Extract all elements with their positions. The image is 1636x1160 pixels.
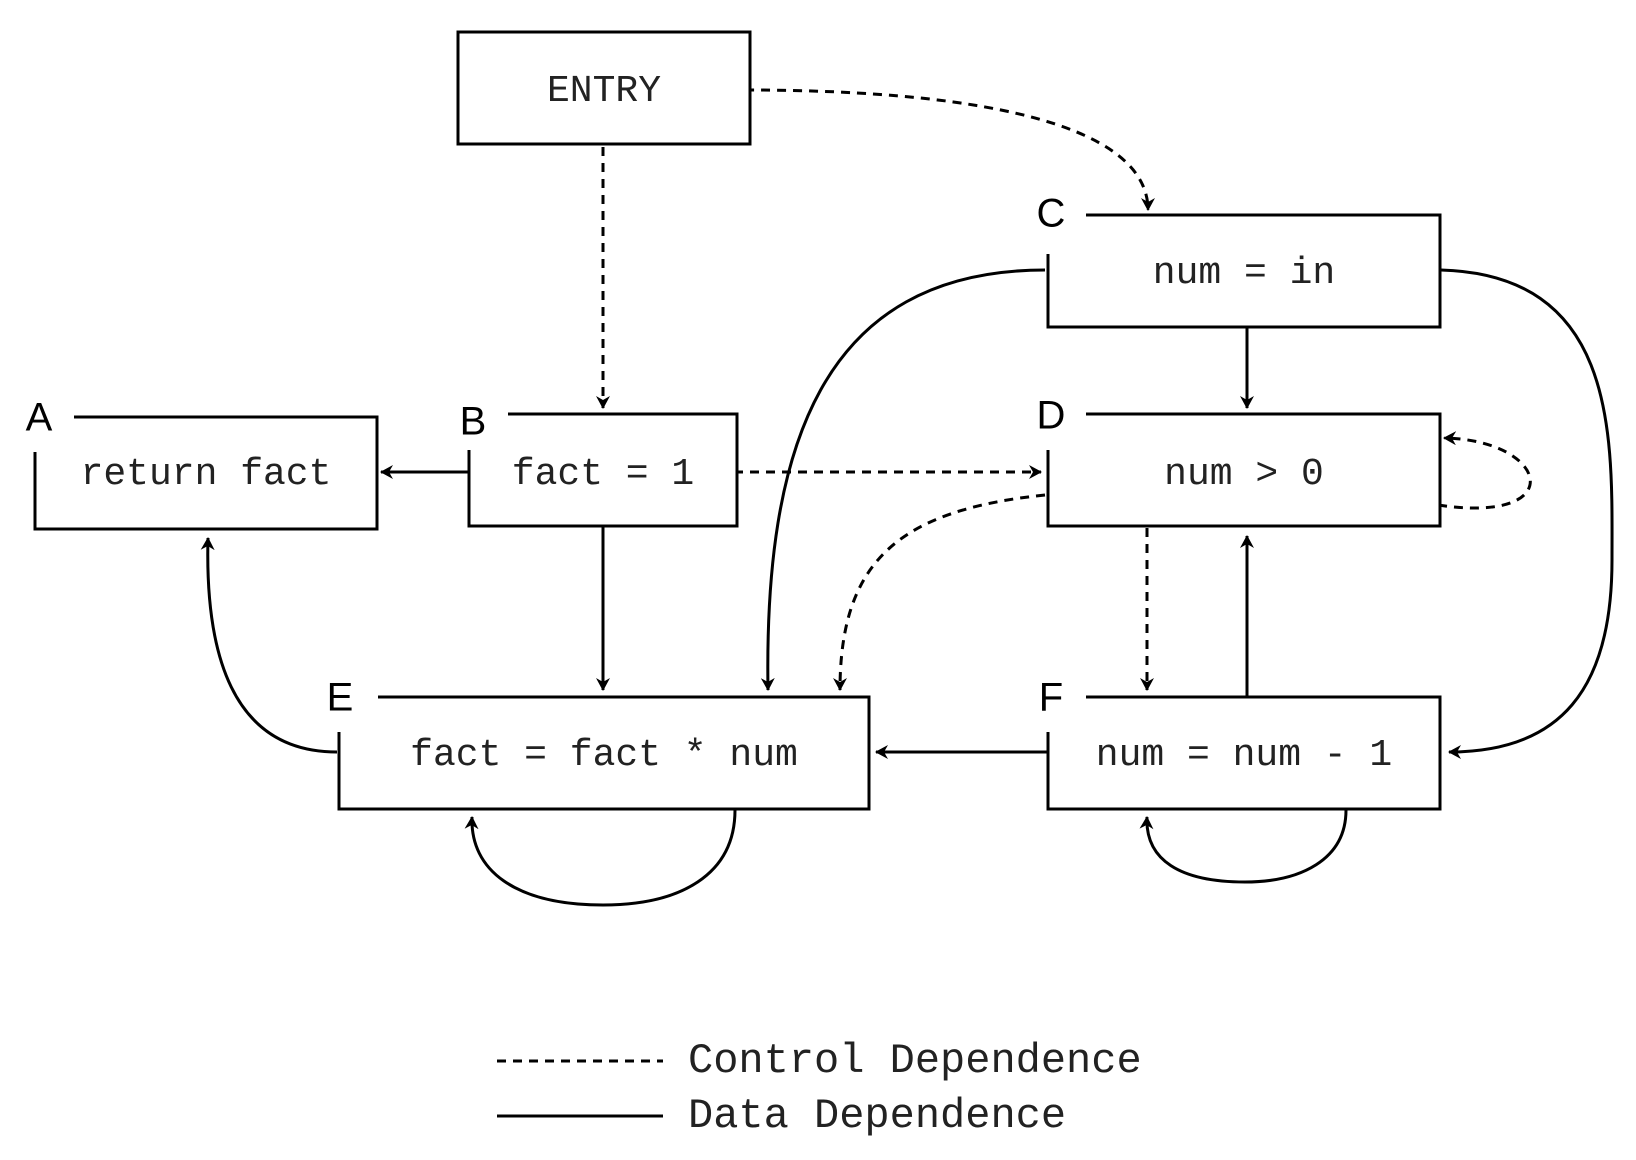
legend: Control Dependence Data Dependence — [497, 1037, 1142, 1140]
node-f: F num = num - 1 — [1030, 676, 1442, 811]
legend-control-label: Control Dependence — [688, 1037, 1142, 1085]
node-f-box — [1046, 695, 1442, 811]
edge-e-self-loop — [464, 809, 737, 907]
edge-c-to-f — [1440, 268, 1614, 759]
node-c-box — [1046, 213, 1442, 329]
node-d-letter: D — [1037, 394, 1066, 438]
node-a-letter: A — [26, 396, 53, 440]
node-entry-box — [456, 30, 752, 146]
node-c-text: num = in — [1153, 252, 1335, 295]
node-d-text: num > 0 — [1164, 453, 1324, 496]
node-b: B fact = 1 — [454, 398, 739, 528]
node-e: E fact = fact * num — [322, 676, 871, 811]
node-c: C num = in — [1030, 192, 1442, 329]
node-b-letter: B — [460, 400, 487, 444]
edge-e-to-a — [200, 537, 338, 754]
edge-d-self-loop — [1437, 431, 1532, 510]
node-e-letter: E — [327, 676, 354, 720]
node-entry: ENTRY — [456, 30, 752, 146]
node-f-text: num = num - 1 — [1096, 734, 1392, 777]
node-a-box — [33, 415, 379, 531]
edge-entry-to-c — [744, 88, 1155, 211]
node-f-letter: F — [1039, 676, 1063, 720]
edge-d-to-e — [833, 493, 1046, 691]
legend-data-label: Data Dependence — [688, 1092, 1066, 1140]
node-c-letter: C — [1037, 192, 1066, 236]
node-e-box — [337, 695, 871, 811]
node-d-box — [1046, 412, 1442, 528]
edges — [200, 88, 1614, 907]
node-entry-text: ENTRY — [547, 70, 661, 113]
node-a-text: return fact — [81, 453, 332, 496]
node-e-text: fact = fact * num — [410, 734, 798, 777]
node-d: D num > 0 — [1030, 394, 1442, 528]
node-b-text: fact = 1 — [512, 453, 694, 496]
node-a: A return fact — [20, 396, 379, 531]
node-b-box — [467, 412, 739, 528]
edge-c-to-e — [760, 268, 1046, 691]
edge-f-self-loop — [1139, 809, 1348, 884]
